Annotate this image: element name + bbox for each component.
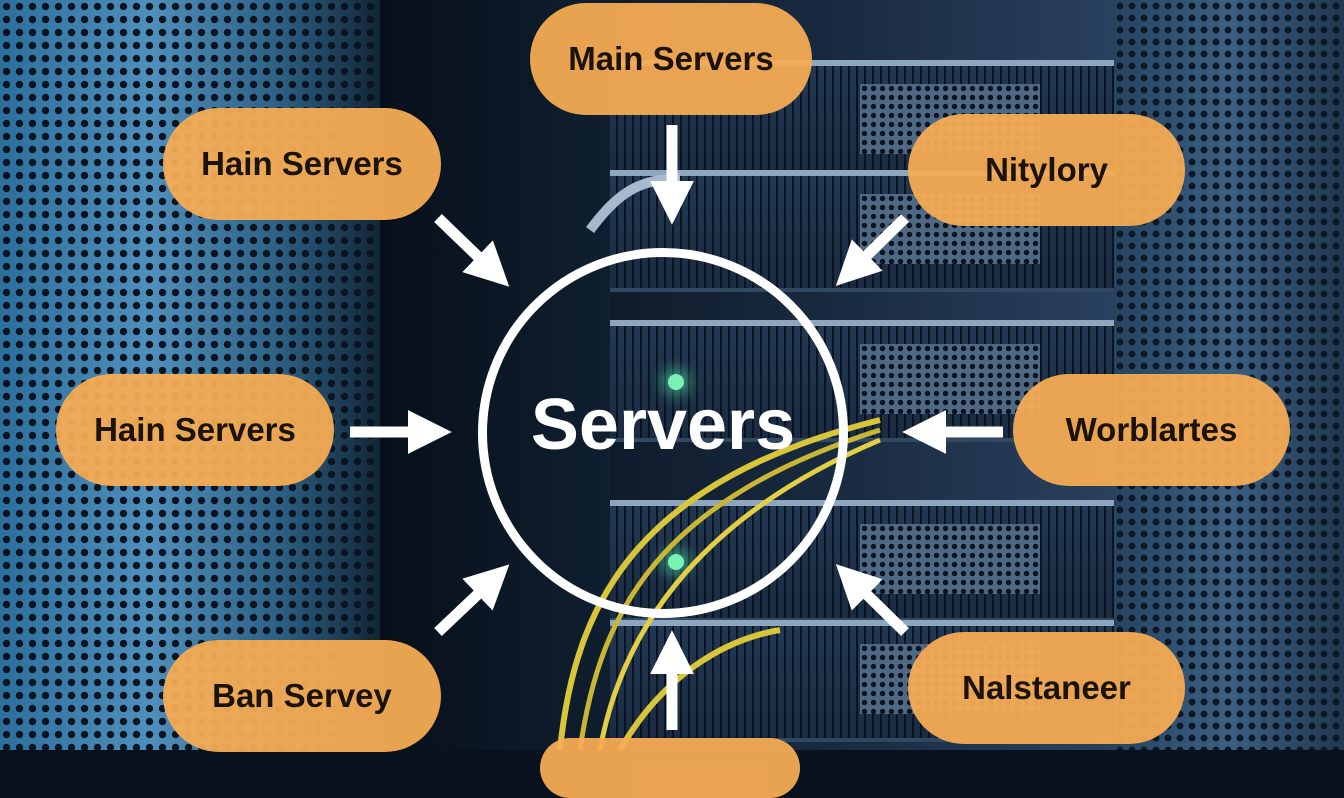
node-bottom — [540, 738, 800, 798]
node-top: Main Servers — [530, 3, 812, 115]
node-lower-right: Nalstaneer — [908, 632, 1185, 744]
node-upper-right: Nitylory — [908, 114, 1185, 226]
node-lower-left: Ban Servey — [163, 640, 441, 752]
node-upper-left: Hain Servers — [163, 108, 441, 220]
node-middle-left: Hain Servers — [56, 374, 334, 486]
node-middle-right: Worblartes — [1013, 374, 1290, 486]
hub-label: Servers — [530, 385, 796, 465]
vent-grille — [860, 344, 1040, 414]
hub-circle — [478, 248, 848, 618]
